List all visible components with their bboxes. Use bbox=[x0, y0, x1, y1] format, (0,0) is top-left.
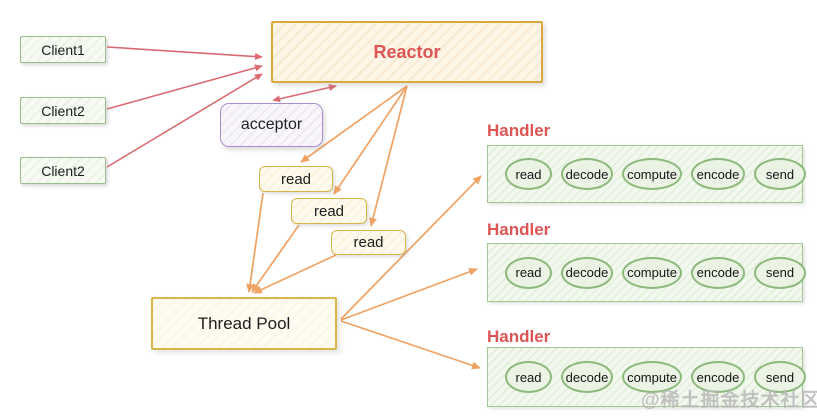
acceptor-box: acceptor bbox=[220, 103, 323, 147]
step-label: send bbox=[765, 369, 795, 385]
client-label: Client2 bbox=[41, 102, 85, 119]
arrow-reactor-read2 bbox=[333, 85, 408, 195]
client-label: Client2 bbox=[41, 162, 85, 179]
arrow-threadpool-handler2 bbox=[340, 268, 478, 321]
step-decode: decode bbox=[561, 361, 613, 393]
client-label: Client1 bbox=[41, 41, 85, 58]
step-label: decode bbox=[565, 166, 609, 182]
step-label: decode bbox=[565, 265, 609, 280]
client-box-1: Client1 bbox=[20, 36, 106, 63]
step-label: send bbox=[765, 166, 795, 182]
read-box-3: read bbox=[331, 230, 406, 255]
read-label: read bbox=[353, 234, 384, 251]
step-decode: decode bbox=[561, 158, 613, 190]
read-box-2: read bbox=[291, 198, 367, 224]
step-label: encode bbox=[696, 265, 740, 280]
acceptor-label: acceptor bbox=[240, 116, 303, 133]
watermark: @稀土掘金技术社区 bbox=[641, 390, 817, 411]
step-label: read bbox=[515, 265, 542, 280]
step-compute: compute bbox=[622, 256, 682, 289]
read-label: read bbox=[280, 170, 312, 188]
handler-pipeline-2: read decode compute encode send bbox=[487, 243, 806, 302]
step-send: send bbox=[754, 361, 806, 393]
handler-title-1: Handler bbox=[487, 121, 551, 140]
read-label: read bbox=[313, 202, 345, 220]
handler-pipeline-1: read decode compute encode send bbox=[487, 145, 806, 203]
step-read: read bbox=[505, 361, 552, 393]
step-label: read bbox=[515, 369, 542, 385]
step-read: read bbox=[505, 256, 552, 289]
step-label: compute bbox=[627, 166, 677, 182]
step-label: decode bbox=[565, 369, 609, 385]
arrow-reactor-read3 bbox=[369, 85, 408, 227]
read-box-1: read bbox=[259, 166, 333, 192]
arrow-read3-threadpool bbox=[253, 254, 337, 294]
step-compute: compute bbox=[622, 361, 682, 393]
client-box-2: Client2 bbox=[20, 97, 106, 124]
handler-pipeline-3: read decode compute encode send bbox=[487, 347, 806, 407]
arrow-reactor-acceptor bbox=[272, 84, 337, 103]
handler-title-2: Handler bbox=[487, 220, 551, 239]
step-compute: compute bbox=[622, 158, 682, 190]
arrow-client1-reactor bbox=[106, 46, 263, 61]
thread-pool-box: Thread Pool bbox=[151, 297, 337, 350]
step-label: encode bbox=[696, 166, 740, 182]
client-box-3: Client2 bbox=[20, 157, 106, 184]
step-read: read bbox=[505, 158, 552, 190]
reactor-box: Reactor bbox=[271, 21, 543, 83]
step-label: read bbox=[515, 166, 542, 182]
step-send: send bbox=[754, 158, 806, 190]
step-label: encode bbox=[696, 369, 740, 385]
arrow-threadpool-handler3 bbox=[340, 320, 481, 370]
thread-pool-label: Thread Pool bbox=[197, 313, 291, 333]
step-encode: encode bbox=[691, 158, 745, 190]
step-encode: encode bbox=[691, 361, 745, 393]
arrow-read1-threadpool bbox=[246, 192, 264, 293]
arrow-read2-threadpool bbox=[251, 224, 300, 293]
step-label: compute bbox=[627, 369, 677, 385]
step-send: send bbox=[754, 256, 806, 289]
step-encode: encode bbox=[691, 256, 745, 289]
step-decode: decode bbox=[561, 256, 613, 289]
reactor-label: Reactor bbox=[373, 41, 441, 62]
step-label: send bbox=[765, 265, 795, 280]
step-label: compute bbox=[627, 265, 677, 280]
handler-title-3: Handler bbox=[487, 327, 551, 346]
